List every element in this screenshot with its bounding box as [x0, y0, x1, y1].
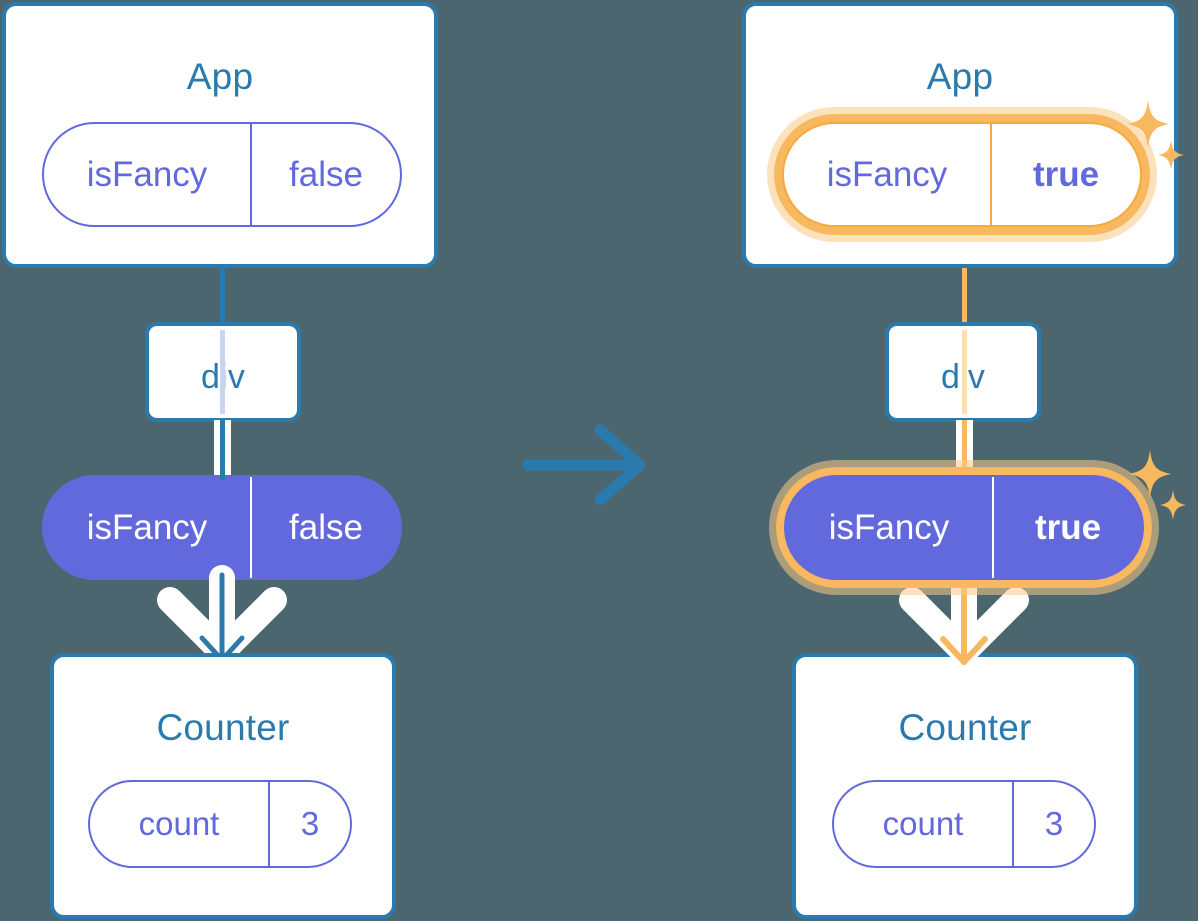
app-state-pill-value: true [990, 124, 1140, 225]
counter-state-pill-value: 3 [1012, 782, 1094, 866]
counter-state-pill-key: count [138, 805, 220, 842]
counter-state-pill[interactable]: count 3 [832, 780, 1096, 868]
counter-prop-pill-value: true [992, 477, 1142, 578]
connector-div-to-prop [962, 420, 967, 480]
counter-card-title: Counter [156, 707, 290, 748]
app-card-title: App [186, 56, 254, 97]
counter-prop-pill-key: isFancy [86, 507, 208, 547]
app-state-pill-key: isFancy [86, 154, 208, 194]
prop-arrow-white-casing [157, 565, 287, 665]
connector-div-to-prop [220, 420, 225, 480]
counter-prop-pill[interactable]: isFancy false [42, 475, 402, 580]
app-card-title: App [926, 56, 994, 97]
counter-prop-pill-value: false [250, 477, 400, 578]
transition-arrow-right-icon [522, 424, 646, 506]
counter-card-title: Counter [898, 707, 1032, 748]
prop-arrow-white-casing [899, 565, 1029, 665]
panel-after: App isFancy true div [740, 0, 1186, 921]
app-state-pill[interactable]: isFancy false [42, 122, 402, 227]
counter-state-pill[interactable]: count 3 [88, 780, 352, 868]
connector-through-div [962, 330, 967, 414]
counter-state-pill-key: count [882, 805, 964, 842]
app-state-pill-value: false [250, 124, 400, 225]
app-state-pill-key: isFancy [826, 154, 948, 194]
prop-arrow-line [199, 572, 245, 663]
counter-prop-pill[interactable]: isFancy true [784, 475, 1144, 580]
counter-prop-pill-key: isFancy [828, 507, 950, 547]
counter-state-pill-value: 3 [268, 782, 350, 866]
connector-app-to-div [220, 267, 225, 325]
panel-before: App isFancy false div isFancy false [0, 0, 440, 921]
prop-arrow-line [940, 572, 988, 665]
connector-through-div [220, 330, 225, 414]
connector-app-to-div [962, 267, 967, 325]
app-state-pill[interactable]: isFancy true [782, 122, 1142, 227]
